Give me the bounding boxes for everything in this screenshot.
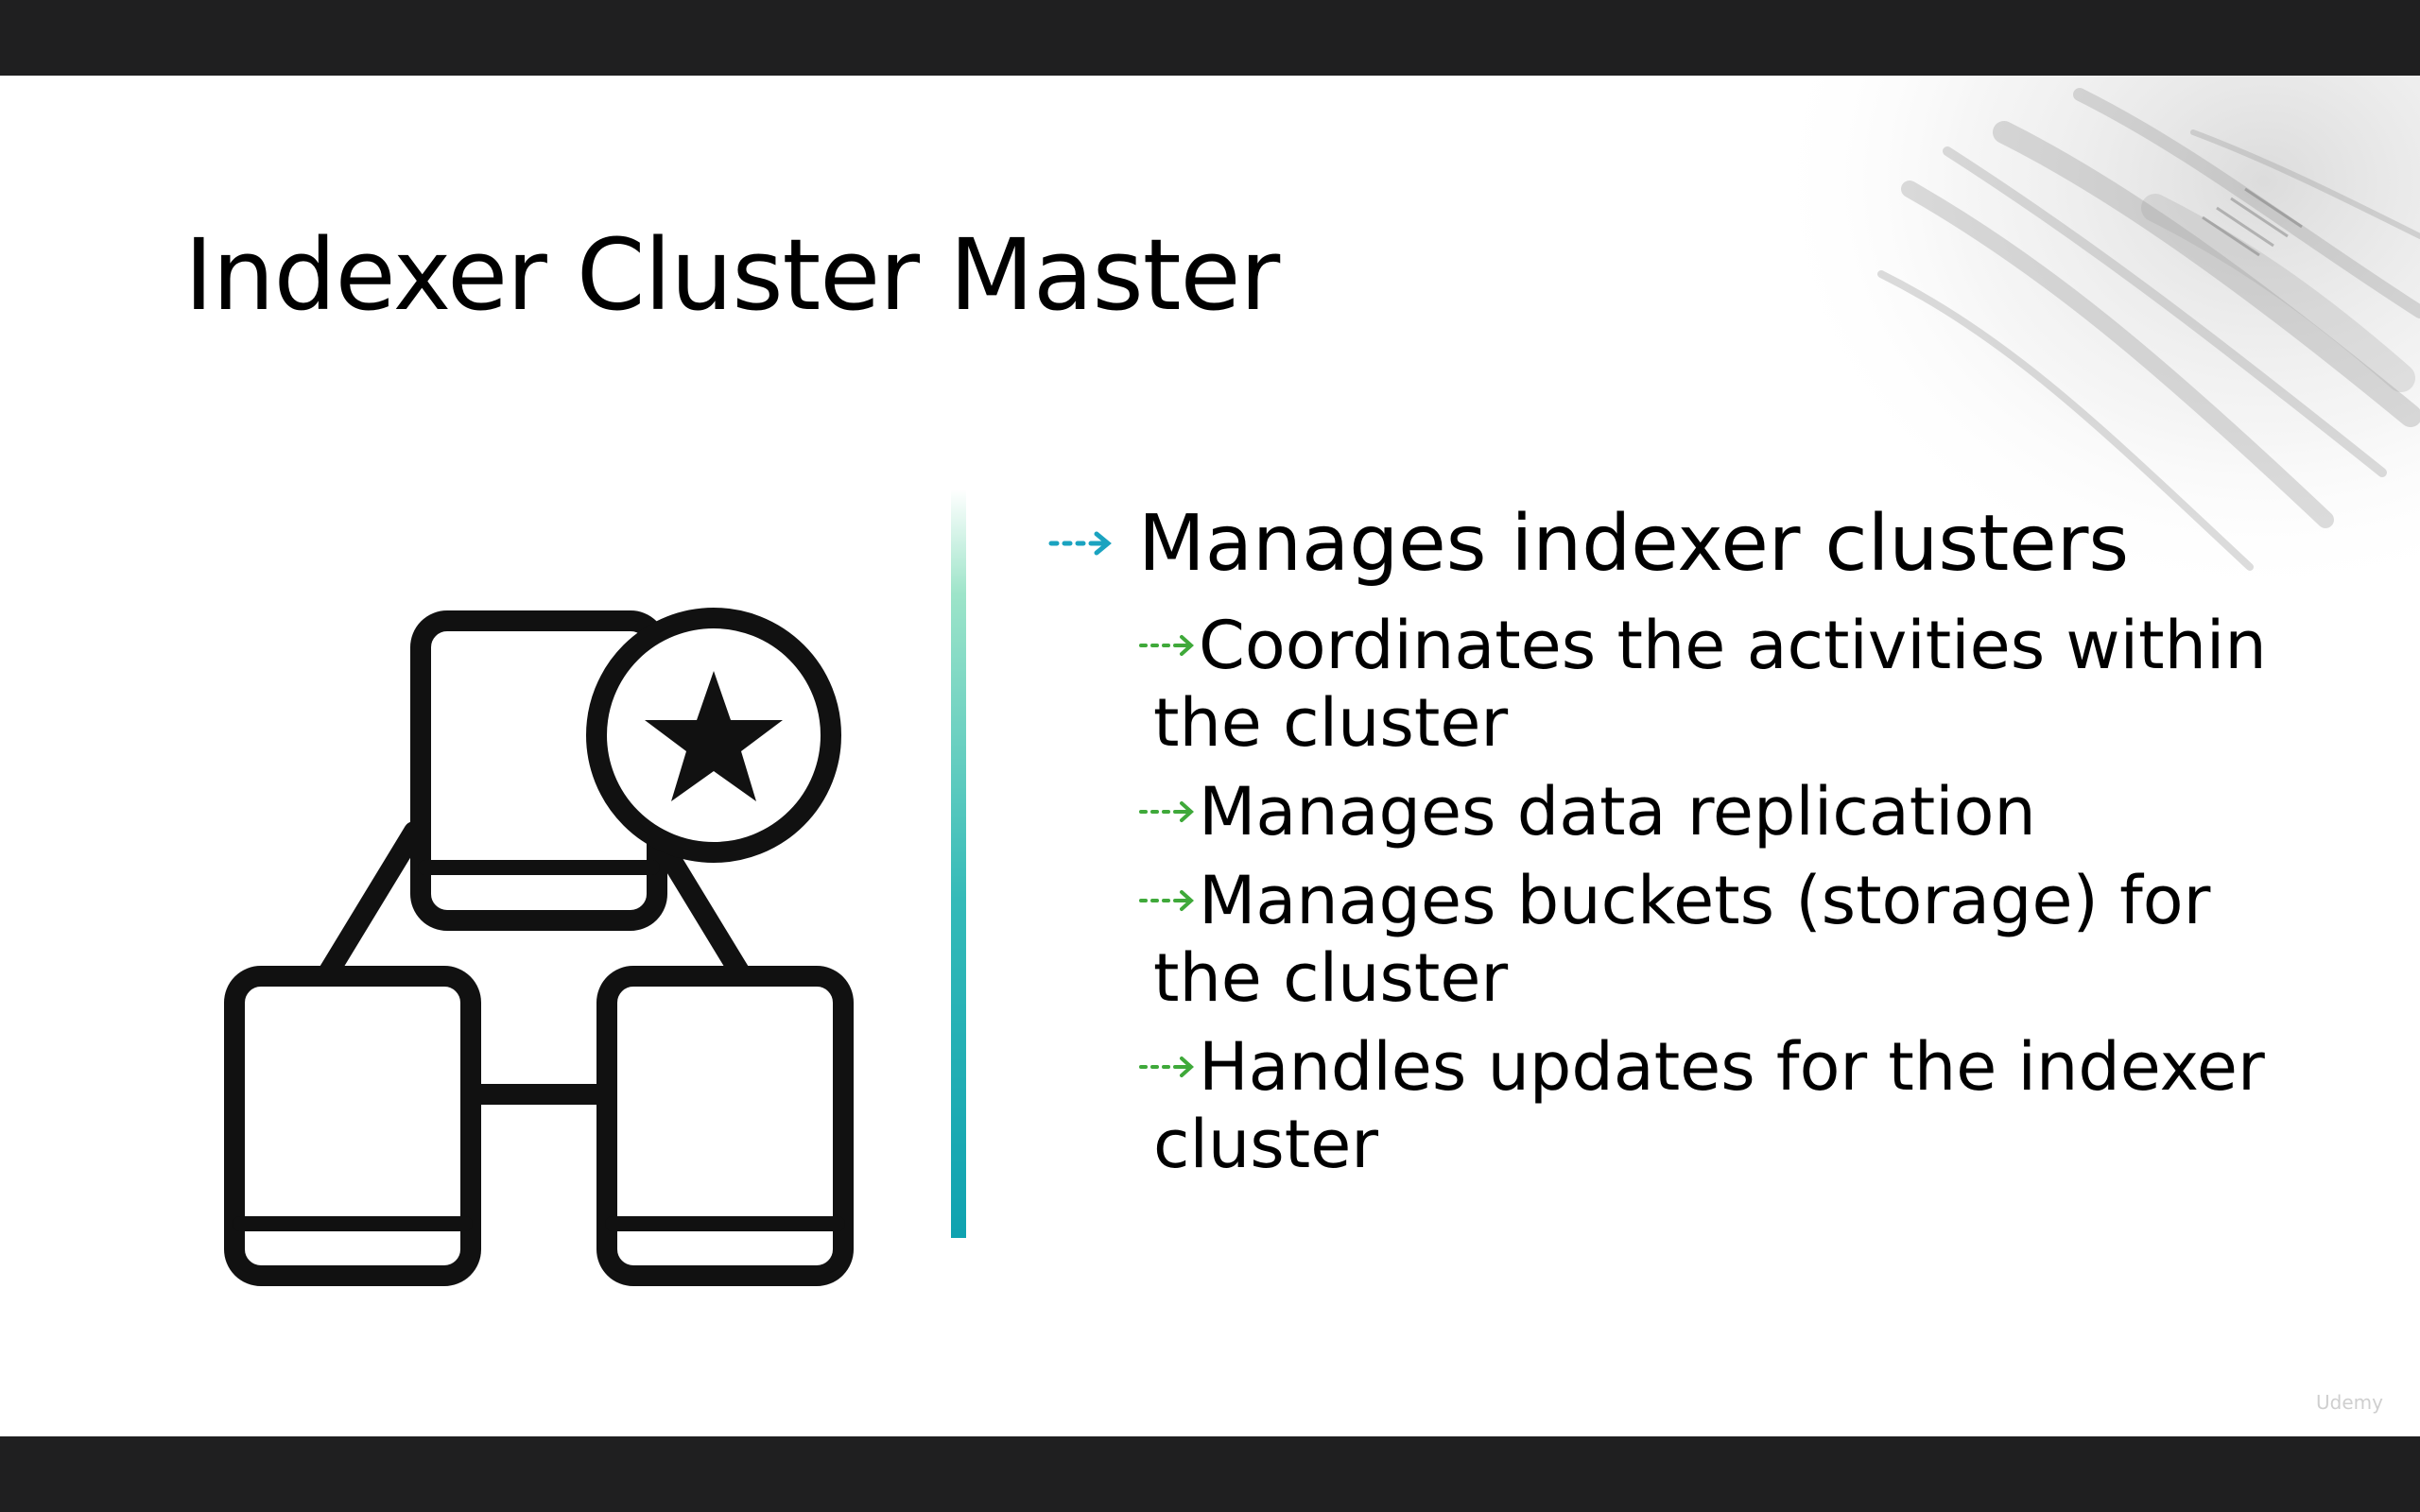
sub-bullet: Manages data replication <box>1138 773 2305 850</box>
brush-texture-decoration <box>1796 76 2420 605</box>
sub-bullet-line1: Coordinates the activities within <box>1199 607 2267 684</box>
sub-bullet-line1: Handles updates for the indexer <box>1199 1028 2265 1106</box>
dotted-arrow-icon <box>1139 1057 1194 1077</box>
vertical-divider <box>951 490 966 1238</box>
dotted-arrow-icon <box>1139 801 1194 822</box>
dotted-arrow-icon <box>1048 531 1112 556</box>
main-bullet-text: Manages indexer clusters <box>1138 498 2130 589</box>
letterbox-top <box>0 0 2420 76</box>
letterbox-bottom <box>0 1436 2420 1512</box>
sub-bullet-line2: the cluster <box>1153 939 1509 1017</box>
dotted-arrow-icon <box>1139 890 1194 911</box>
sub-bullet: Manages buckets (storage) for the cluste… <box>1138 862 2305 1017</box>
sub-bullet: Handles updates for the indexer cluster <box>1138 1028 2305 1183</box>
sub-bullet-line1: Manages buckets (storage) for <box>1199 862 2211 939</box>
slide: Indexer Cluster Master <box>0 76 2420 1436</box>
bullet-list: Manages indexer clusters Coordinates the… <box>1047 491 2305 1183</box>
sub-bullet: Coordinates the activities within the cl… <box>1138 607 2305 762</box>
sub-bullet-line2: the cluster <box>1153 684 1509 762</box>
dotted-arrow-icon <box>1139 635 1194 656</box>
slide-title: Indexer Cluster Master <box>184 217 1280 333</box>
udemy-watermark-logo: Udemy <box>2316 1391 2383 1414</box>
cluster-master-icon <box>224 608 854 1286</box>
sub-bullet-line1: Manages data replication <box>1199 773 2036 850</box>
sub-bullet-line2: cluster <box>1153 1106 1379 1183</box>
main-bullet: Manages indexer clusters <box>1047 491 2305 595</box>
